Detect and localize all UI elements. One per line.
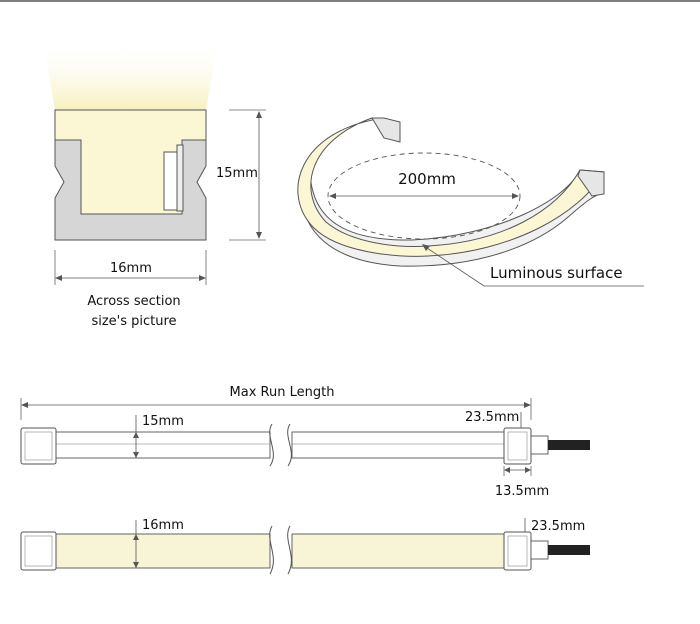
strip-16-height-label: 16mm (142, 518, 184, 533)
strip-15-body-left (55, 431, 271, 459)
cross-section-led (176, 144, 184, 212)
strip-15-cable (548, 440, 590, 450)
strip-16-right-cap-inner (507, 535, 528, 567)
arrow-down-icon (256, 232, 262, 239)
strip-16-body-right (291, 533, 505, 569)
connector-label: 13.5mm (495, 484, 549, 499)
strip-15-left-cap (20, 427, 57, 465)
light-glow (43, 40, 218, 110)
arrow-left-icon (55, 275, 62, 281)
bend-diameter-label: 200mm (398, 170, 456, 188)
arrow-up-icon (133, 534, 139, 540)
strip-16-cable (548, 545, 590, 555)
strip-15-height-label: 15mm (142, 414, 184, 429)
arrow-up-icon (422, 244, 430, 251)
cs-caption-line1: Across section (87, 294, 180, 309)
cs-height-label: 15mm (216, 166, 258, 181)
cs-width-label: 16mm (110, 261, 152, 276)
cs-caption-line2: size's picture (91, 314, 176, 329)
arrow-left-icon (21, 402, 28, 408)
bend-left-end (371, 117, 401, 143)
bend-right-end (577, 169, 605, 197)
strip-15-end-cap-label: 23.5mm (465, 410, 519, 425)
strip-16-connector (530, 540, 549, 560)
strip-15-connector (530, 435, 549, 455)
strip-16-body-left (55, 533, 271, 569)
strip-15mm-group: Max Run Length 15mm 23.5mm 13.5mm (20, 385, 590, 499)
strip-15-left-cap-inner (24, 431, 53, 461)
strip-16-break-symbol (269, 525, 292, 575)
bend-group: 200mm Luminous surface (297, 117, 644, 287)
arrow-right-icon (199, 275, 206, 281)
arrow-up-icon (256, 111, 262, 118)
bend-diameter-ellipse (327, 152, 521, 240)
arrow-down-icon (133, 562, 139, 568)
arrow-right-icon (524, 402, 531, 408)
cross-section-group: 15mm 16mm Across section size's picture (43, 40, 266, 329)
arrow-right-icon (512, 193, 519, 199)
luminous-surface-label: Luminous surface (490, 264, 623, 282)
arrow-right-icon (525, 467, 531, 473)
strip-16mm-group: 16mm 23.5mm (20, 518, 590, 575)
arrow-left-icon (329, 193, 336, 199)
strip-16-left-cap-inner (24, 535, 53, 567)
strip-16-left-cap (20, 531, 57, 571)
strip-15-body-right (291, 431, 505, 459)
strip-16-end-cap-label: 23.5mm (531, 519, 585, 534)
arrow-up-icon (133, 432, 139, 438)
run-length-label: Max Run Length (230, 385, 335, 400)
luminous-surface-leader (423, 245, 644, 287)
arrow-down-icon (133, 452, 139, 458)
strip-15-break-symbol (269, 423, 292, 467)
cross-section-pcb (163, 151, 178, 211)
arrow-left-icon (504, 467, 510, 473)
strip-15-right-cap-inner (507, 431, 528, 461)
